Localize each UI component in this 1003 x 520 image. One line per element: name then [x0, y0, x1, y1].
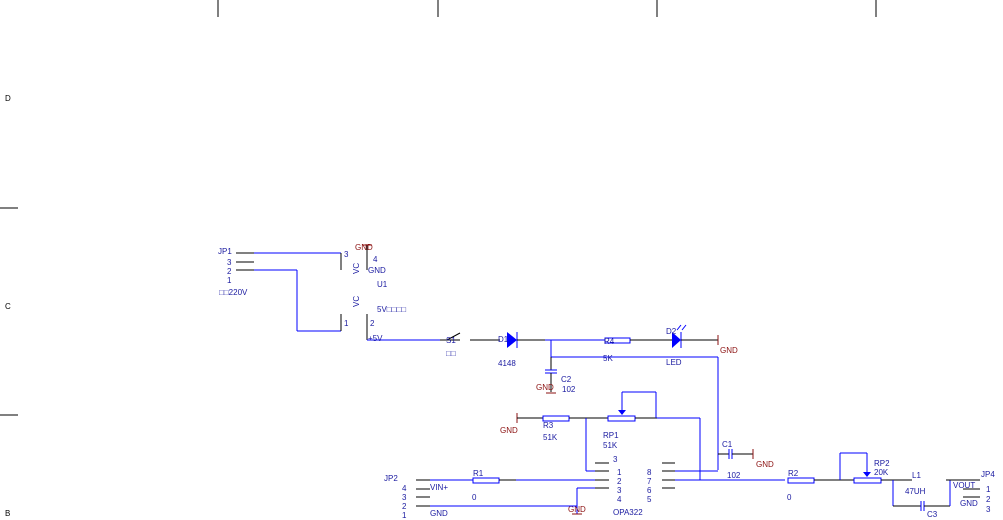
u1-pin2: 2 [370, 319, 375, 328]
jp4-pin: 1 [986, 485, 991, 494]
c1-ref: C1 [722, 440, 733, 449]
u1-gnd: GND [368, 266, 386, 275]
c2-gnd: GND [536, 383, 554, 392]
s1-label: □□ [446, 349, 456, 358]
opamp-left-pin: 4 [617, 495, 622, 504]
u1-pin1: 1 [344, 319, 349, 328]
opamp-left-pin: 1 [617, 468, 622, 477]
u1-pin3: 3 [344, 250, 349, 259]
jp2-pin: 4 [402, 484, 407, 493]
wires-led [507, 324, 719, 470]
c1-value: 102 [727, 471, 741, 480]
u1-ref: U1 [377, 280, 388, 289]
jp4-ref: JP4 [981, 470, 995, 479]
r1-ref: R1 [473, 469, 484, 478]
r2-value: 0 [787, 493, 792, 502]
row-label-d: D [5, 94, 11, 103]
s1-ref: S1 [446, 336, 456, 345]
l1-ref: L1 [912, 471, 921, 480]
c2-ref: C2 [561, 375, 572, 384]
v-plus-label: +5V [368, 334, 383, 343]
row-label-c: C [5, 302, 11, 311]
u1-out-label: 5V□□□□ [377, 305, 406, 314]
jp2-vin: VIN+ [430, 483, 448, 492]
u1-pin4: 4 [373, 255, 378, 264]
wires-power [236, 244, 500, 341]
jp2-pin: 1 [402, 511, 407, 520]
d1-value: 4148 [498, 359, 516, 368]
opamp-left-pin: 3 [617, 486, 622, 495]
d2-ref: D2 [666, 327, 677, 336]
wires-input [416, 477, 595, 507]
u1-vc-b: VC [352, 296, 361, 307]
l1-value: 47UH [905, 487, 926, 496]
rp2-ref: RP2 [874, 459, 890, 468]
gnd-label: GND [355, 243, 373, 252]
jp4-pin: 2 [986, 495, 991, 504]
jp4-vout: VOUT [953, 481, 975, 490]
jp1-ref: JP1 [218, 247, 232, 256]
jp2-ref: JP2 [384, 474, 398, 483]
opamp-pins [572, 462, 785, 515]
row-label-b: B [5, 509, 10, 518]
jp2-pin: 2 [402, 502, 407, 511]
r4-value: 5K [603, 354, 613, 363]
opamp-right-pin: 7 [647, 477, 652, 486]
u1-vc-a: VC [352, 263, 361, 274]
wires-output [718, 449, 980, 511]
r3-value: 51K [543, 433, 558, 442]
jp4-gnd: GND [960, 499, 978, 508]
jp1-label: □□220V [219, 288, 248, 297]
wires-feedback [516, 391, 701, 480]
frame-border [0, 0, 877, 416]
opamp-right-pin: 6 [647, 486, 652, 495]
opamp-ref: OPA322 [613, 508, 643, 517]
c2-value: 102 [562, 385, 576, 394]
c3-ref: C3 [927, 510, 938, 519]
r1-value: 0 [472, 493, 477, 502]
c1-gnd: GND [756, 460, 774, 469]
r4-ref: R4 [604, 337, 615, 346]
rp1-ref: RP1 [603, 431, 619, 440]
jp1-pin: 3 [227, 258, 232, 267]
rp1-value: 51K [603, 441, 618, 450]
jp1-pin: 2 [227, 267, 232, 276]
opamp-right-pin: 5 [647, 495, 652, 504]
jp4-pin: 3 [986, 505, 991, 514]
opamp-right-pin: 8 [647, 468, 652, 477]
d1-ref: D1 [498, 335, 509, 344]
r3-ref: R3 [543, 421, 554, 430]
jp1-pin: 1 [227, 276, 232, 285]
jp2-pin: 3 [402, 493, 407, 502]
opamp-gnd: GND [568, 505, 586, 514]
rp2-value: 20K [874, 468, 889, 477]
opamp-pin-top: 3 [613, 455, 618, 464]
r3-gnd: GND [500, 426, 518, 435]
d2-gnd: GND [720, 346, 738, 355]
d2-value: LED [666, 358, 682, 367]
r2-ref: R2 [788, 469, 799, 478]
opamp-left-pin: 2 [617, 477, 622, 486]
jp2-gnd: GND [430, 509, 448, 518]
